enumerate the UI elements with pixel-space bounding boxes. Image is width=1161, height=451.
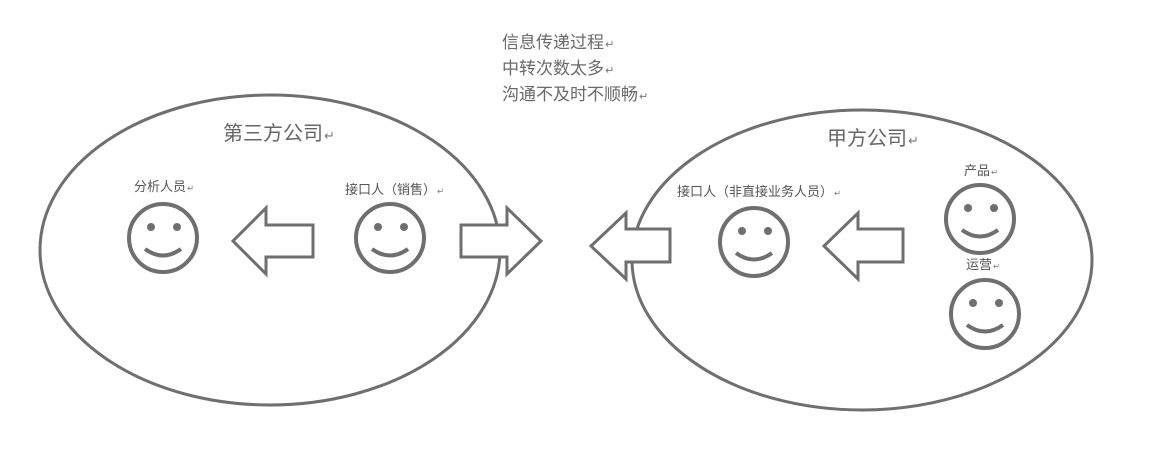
return-mark-icon: ↵ — [639, 90, 649, 103]
smiley-icon-left-interface — [354, 202, 426, 274]
note-line: 信息传递过程↵ — [502, 33, 615, 53]
return-mark-icon: ↵ — [605, 64, 615, 77]
return-mark-icon: ↵ — [437, 186, 445, 196]
product-label: 产品↵ — [964, 164, 999, 179]
return-mark-icon: ↵ — [834, 188, 842, 198]
smiley-icon-product — [944, 183, 1016, 255]
problem-note: 信息传递过程↵ 中转次数太多↵ 沟通不及时不顺畅↵ — [502, 31, 648, 109]
arrow-icon-out-of-left-company — [459, 204, 544, 278]
arrow-icon-to-right-interface — [821, 209, 905, 283]
smiley-icon-right-interface — [718, 206, 790, 278]
return-mark-icon: ↵ — [991, 167, 999, 177]
note-line: 沟通不及时不顺畅↵ — [502, 85, 649, 105]
return-mark-icon: ↵ — [908, 134, 919, 149]
analyst-label: 分析人员↵ — [134, 180, 195, 195]
note-line: 中转次数太多↵ — [502, 59, 615, 79]
return-mark-icon: ↵ — [993, 261, 1001, 271]
smiley-icon-operations — [949, 278, 1021, 350]
left-interface-person-label: 接口人（销售）↵ — [345, 183, 445, 198]
return-mark-icon: ↵ — [187, 183, 195, 193]
operations-label: 运营↵ — [966, 258, 1001, 273]
third-party-company-title: 第三方公司↵ — [223, 121, 335, 145]
arrow-icon-to-analyst — [230, 204, 315, 278]
arrow-icon-out-of-right-company — [588, 209, 672, 283]
return-mark-icon: ↵ — [605, 38, 615, 51]
smiley-icon-analyst — [127, 202, 199, 274]
client-company-title: 甲方公司↵ — [827, 126, 919, 150]
return-mark-icon: ↵ — [324, 129, 335, 144]
right-interface-person-label: 接口人（非直接业务人员）↵ — [677, 185, 842, 200]
